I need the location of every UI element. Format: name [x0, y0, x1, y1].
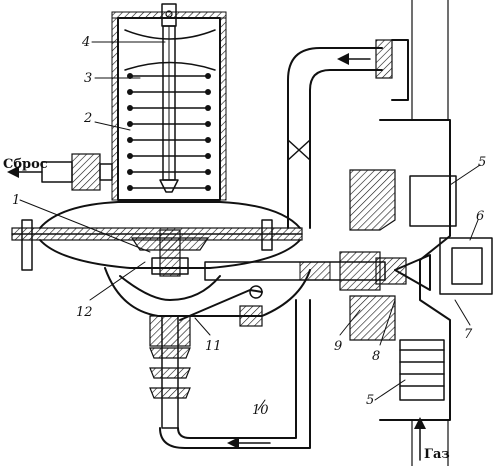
- spring-housing: [111, 11, 227, 201]
- callout-2: 2: [83, 111, 92, 126]
- callout-12: 12: [76, 305, 93, 320]
- outlet-label: Сброс: [3, 157, 48, 172]
- callout-7: 7: [464, 327, 473, 342]
- callout-3: 3: [84, 71, 92, 86]
- callout-11: 11: [205, 339, 222, 354]
- main-valve-body: [349, 0, 493, 466]
- diaphragm-housing: [11, 201, 303, 271]
- valve-assembly: [119, 229, 221, 301]
- lever: [179, 285, 263, 327]
- relief-outlet: [7, 153, 113, 191]
- callout-5-top: 5: [478, 155, 486, 170]
- callout-6: 6: [476, 209, 484, 224]
- inlet-label: Газ: [424, 447, 450, 462]
- impulse-line: [287, 39, 409, 229]
- callout-8: 8: [372, 349, 380, 364]
- lower-body: [104, 267, 311, 429]
- callout-9: 9: [334, 339, 342, 354]
- callout-4: 4: [81, 35, 90, 50]
- return-pipe: [159, 299, 311, 449]
- callout-1: 1: [12, 193, 20, 208]
- spring: [127, 73, 211, 191]
- adjusting-screw: [159, 3, 179, 193]
- callout-5-bottom: 5: [366, 393, 374, 408]
- callout-leaders: [19, 41, 481, 411]
- main-stem: [204, 251, 407, 291]
- callout-10: 10: [252, 403, 269, 418]
